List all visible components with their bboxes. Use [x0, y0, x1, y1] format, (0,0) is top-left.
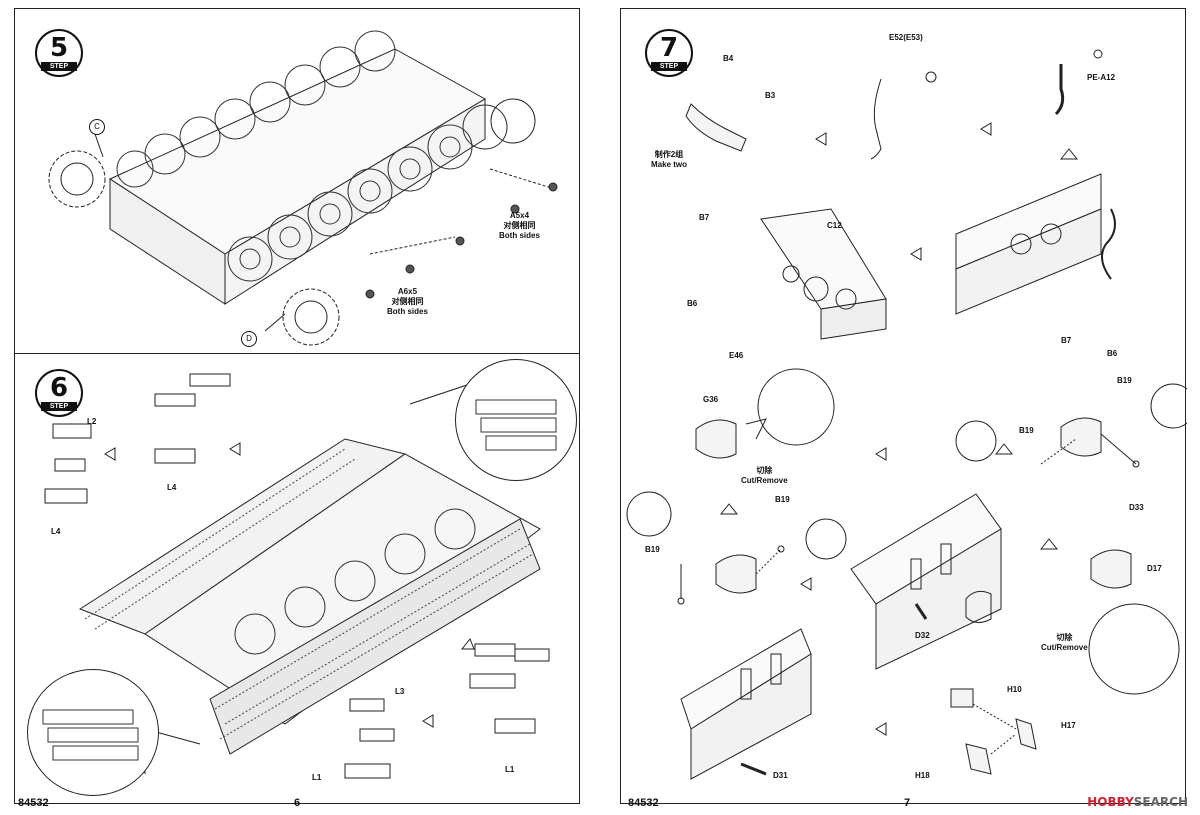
label-make-two: 制作2组 Make two	[651, 149, 687, 169]
folio-code-right: 84532	[628, 797, 659, 809]
note-en: Cut/Remove	[1041, 643, 1088, 652]
label-l1-a: L1	[312, 773, 322, 782]
step-number: 6	[49, 373, 69, 403]
step5-assembly-drawing	[44, 30, 558, 779]
label-h17: H17	[1061, 721, 1076, 730]
label-b6-b: B6	[1107, 349, 1118, 358]
label-cut-remove-b: 切除 Cut/Remove	[1041, 632, 1088, 652]
note-cn: 切除	[756, 466, 773, 475]
label-a5: A5x4 对侧相同 Both sides	[499, 211, 540, 240]
label-h10: H10	[1007, 685, 1022, 694]
track-detail-callout-bottom	[27, 669, 159, 796]
label-l3: L3	[395, 687, 405, 696]
part-marker-d: D	[241, 331, 257, 347]
page-number-left: 6	[294, 797, 301, 809]
label-b6-a: B6	[687, 299, 698, 308]
label-b19-d: B19	[645, 545, 660, 554]
label-b7-a: B7	[699, 213, 710, 222]
label-pe-a12: PE-A12	[1087, 73, 1116, 82]
label-b19-a: B19	[1117, 376, 1132, 385]
label-c12: C12	[827, 221, 842, 230]
step-number: 7	[659, 33, 679, 63]
note-en: Make two	[651, 160, 688, 169]
label-d32: D32	[915, 631, 930, 640]
instruction-page-left: 5 STEP C D A5x4 对侧相同 Both sides A6x5 对侧相…	[14, 8, 580, 804]
label-d31: D31	[773, 771, 788, 780]
note-cn: 制作2组	[654, 150, 684, 159]
label-l4-b: L4	[167, 483, 177, 492]
step-6-badge: 6 STEP	[35, 369, 83, 417]
label-cut-remove-a: 切除 Cut/Remove	[741, 465, 788, 485]
note-en: Both sides	[387, 307, 428, 316]
step-label: STEP	[41, 402, 77, 411]
watermark-brand: HOBBY	[1087, 795, 1134, 809]
instruction-page-right: 7 STEP B4 B3 制作2组 Make two E52(E53) PE-A…	[620, 8, 1187, 804]
page-number-right: 7	[904, 797, 911, 809]
track-detail-callout-top	[455, 359, 577, 481]
label-b7-b: B7	[1061, 336, 1072, 345]
note-en: Both sides	[499, 231, 540, 240]
part-marker-c: C	[89, 119, 105, 135]
step-number: 5	[49, 33, 69, 63]
label-l2: L2	[87, 417, 97, 426]
label-l1-b: L1	[505, 765, 515, 774]
step-label: STEP	[41, 62, 77, 71]
label-d33: D33	[1129, 503, 1144, 512]
label-l4-a: L4	[51, 527, 61, 536]
part-code: A5x4	[509, 211, 530, 220]
watermark: HOBBYSEARCH	[1087, 795, 1188, 809]
part-code: A6x5	[397, 287, 418, 296]
step-label: STEP	[651, 62, 687, 71]
note-cn: 对侧相同	[391, 297, 424, 306]
folio-code-left: 84532	[18, 797, 49, 809]
label-e52: E52(E53)	[889, 33, 923, 42]
step7-assembly-drawing	[626, 49, 1187, 780]
label-a6: A6x5 对侧相同 Both sides	[387, 287, 428, 316]
step-5-badge: 5 STEP	[35, 29, 83, 77]
note-cn: 切除	[1056, 633, 1073, 642]
label-e46: E46	[729, 351, 744, 360]
step-7-badge: 7 STEP	[645, 29, 693, 77]
label-b19-b: B19	[1019, 426, 1034, 435]
label-b3: B3	[765, 91, 776, 100]
label-h18: H18	[915, 771, 930, 780]
label-b19-c: B19	[775, 495, 790, 504]
note-cn: 对侧相同	[503, 221, 536, 230]
watermark-suffix: SEARCH	[1133, 795, 1188, 809]
note-en: Cut/Remove	[741, 476, 788, 485]
label-b4: B4	[723, 54, 734, 63]
label-d17: D17	[1147, 564, 1162, 573]
step6-assembly-drawing	[44, 373, 550, 779]
label-g36: G36	[703, 395, 719, 404]
step-divider	[15, 353, 579, 354]
